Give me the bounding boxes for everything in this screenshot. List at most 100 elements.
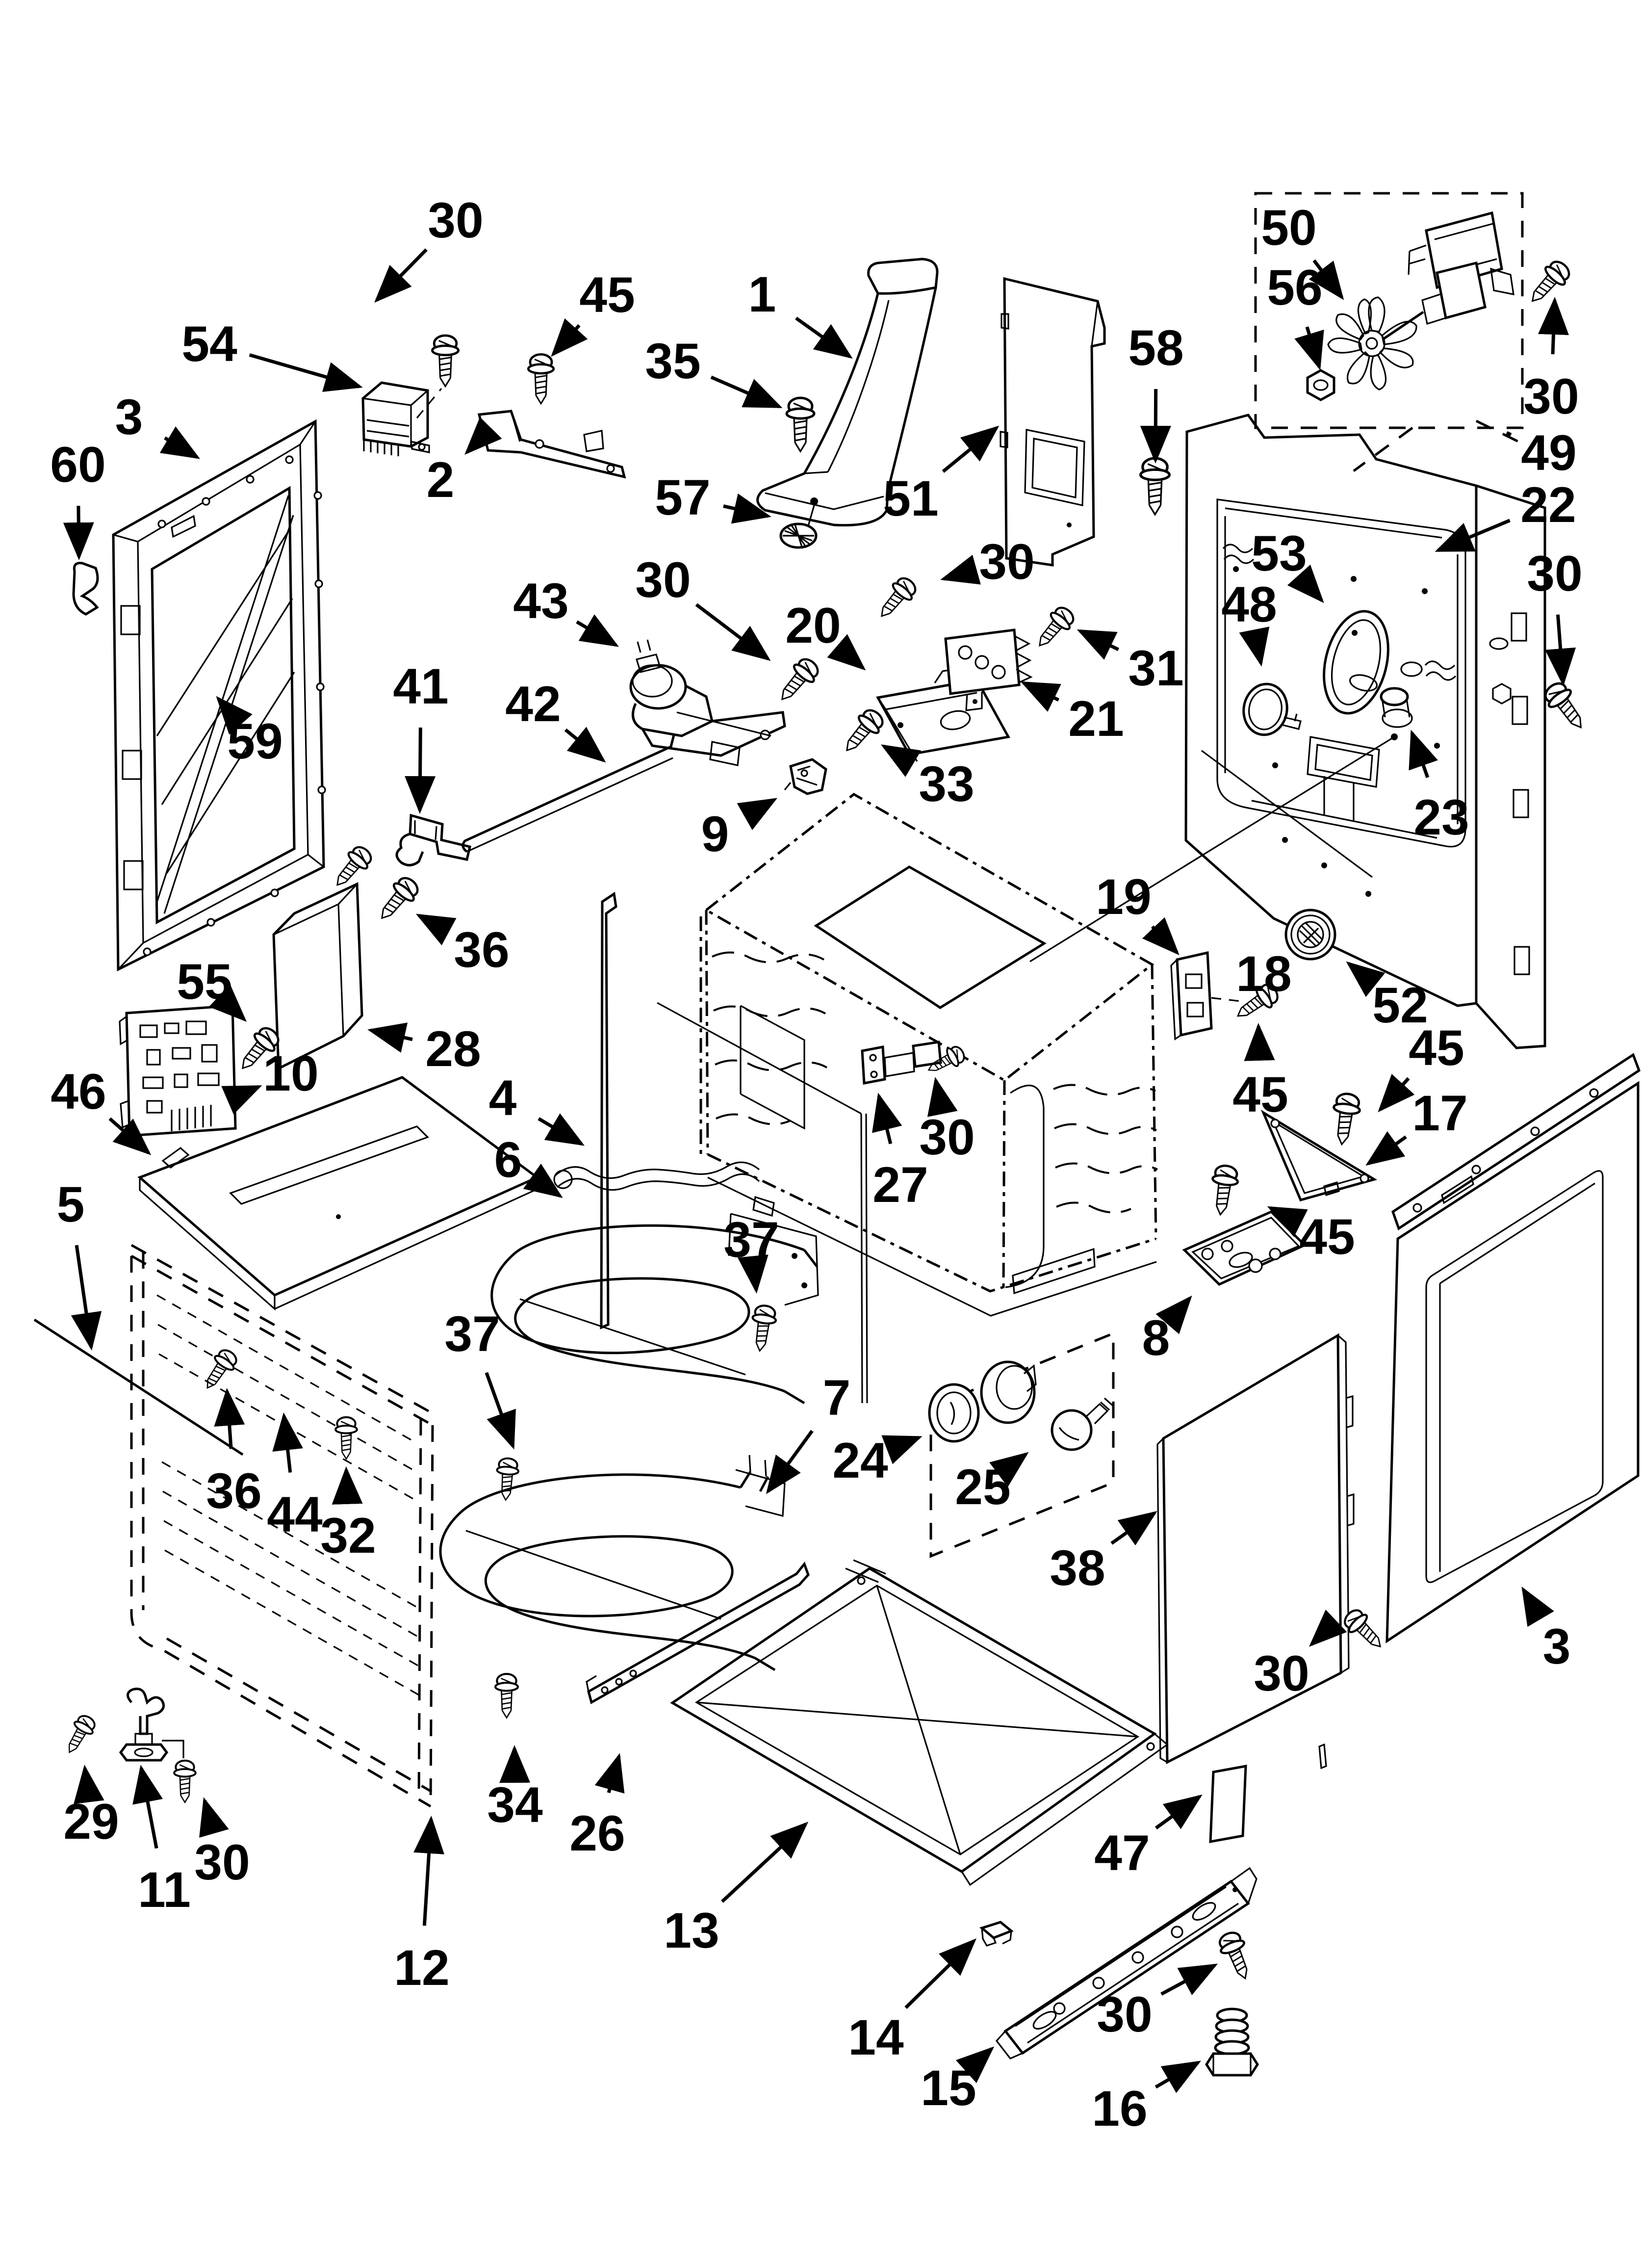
callout-34-64: 34	[487, 1745, 543, 1833]
callout-label: 6	[494, 1132, 522, 1188]
callout-label: 37	[723, 1212, 779, 1268]
callout-7-41: 7	[766, 1370, 851, 1494]
callout-label: 31	[1128, 640, 1183, 696]
sensor-27	[657, 1002, 969, 1404]
wire-trim-5	[33, 1318, 244, 1456]
callout-51-9: 51	[883, 425, 1000, 526]
callout-label: 33	[919, 756, 974, 812]
callout-label: 30	[979, 534, 1034, 590]
callout-arrow	[1020, 681, 1061, 712]
nut-56	[1306, 369, 1335, 401]
callout-label: 59	[227, 713, 282, 769]
blower-opening-53	[1323, 610, 1389, 715]
callout-label: 56	[1267, 260, 1322, 315]
callout-28-55: 28	[367, 1021, 481, 1077]
callout-label: 2	[427, 452, 455, 508]
callout-48-18: 48	[1221, 576, 1277, 667]
callout-arrow	[827, 634, 866, 671]
callout-arrow	[551, 318, 588, 357]
callout-36-50: 36	[415, 913, 510, 978]
callout-20-22: 20	[785, 598, 866, 671]
fan-blade-50	[1327, 296, 1417, 391]
callout-37-49: 37	[723, 1212, 779, 1294]
fan-kit-box-49	[1254, 192, 1525, 472]
callout-arrow	[989, 1452, 1029, 1487]
leg-16	[1205, 2007, 1259, 2077]
bottom-panel-13	[670, 1559, 1169, 1886]
callout-56-12: 56	[1267, 260, 1324, 370]
thermostat-box	[929, 1331, 1115, 1558]
callout-arrow	[523, 1163, 563, 1199]
callout-arrow	[71, 1245, 102, 1351]
callout-label: 10	[263, 1045, 318, 1101]
callout-label: 30	[1097, 1986, 1152, 2042]
shield-28	[272, 882, 363, 1070]
callout-label: 3	[1543, 1618, 1571, 1674]
bulb-25	[1051, 1397, 1114, 1451]
callout-label: 45	[579, 267, 635, 323]
tag-47	[1209, 1764, 1247, 1844]
callout-label: 7	[823, 1370, 851, 1426]
callout-arrow	[214, 1388, 245, 1449]
callout-label: 53	[1251, 525, 1307, 581]
ring-48	[1242, 682, 1302, 736]
callout-30-70: 30	[1097, 1963, 1218, 2042]
callout-arrow	[880, 744, 922, 777]
callout-47-67: 47	[1094, 1794, 1203, 1881]
callout-label: 18	[1236, 946, 1291, 1002]
callout-label: 28	[425, 1021, 481, 1077]
callout-30-21: 30	[940, 534, 1035, 590]
grommet-52	[1284, 909, 1336, 961]
callout-15-69: 15	[921, 2046, 995, 2116]
callout-arrow	[538, 1113, 585, 1146]
callout-6-59: 6	[494, 1132, 563, 1199]
callout-9-29: 9	[701, 798, 778, 862]
callout-30-46: 30	[1254, 1609, 1347, 1701]
callout-arrow	[710, 375, 783, 409]
callout-53-17: 53	[1251, 525, 1324, 603]
callout-arrow	[1294, 326, 1324, 370]
callout-label: 49	[1521, 425, 1576, 481]
callout-arrow	[1378, 1073, 1415, 1113]
callout-60-8: 60	[50, 437, 106, 560]
callout-arrow	[1521, 1586, 1554, 1627]
callout-10-56: 10	[221, 1045, 319, 1115]
callout-arrow	[1365, 1131, 1407, 1166]
callout-27-39: 27	[872, 1093, 928, 1213]
callout-46-57: 46	[51, 1064, 152, 1155]
callout-label: 30	[194, 1834, 250, 1890]
callout-arrow	[1239, 626, 1270, 667]
panel-38	[1156, 1333, 1355, 1770]
callout-arrow	[208, 984, 247, 1022]
callout-arrow	[1267, 1206, 1308, 1237]
hook-41	[395, 813, 471, 866]
callout-arrow	[1545, 614, 1576, 686]
callout-label: 54	[181, 316, 237, 372]
callout-label: 58	[1128, 320, 1183, 376]
callout-arrow	[221, 1085, 262, 1115]
callout-label: 11	[138, 1862, 191, 1918]
callout-label: 30	[635, 552, 691, 608]
callout-45-2: 45	[551, 267, 635, 357]
callout-44-52: 44	[267, 1412, 323, 1542]
callout-label: 36	[454, 922, 509, 978]
callout-26-65: 26	[569, 1753, 625, 1861]
callout-label: 26	[569, 1805, 625, 1861]
callout-arrow	[695, 603, 771, 661]
callout-arrow	[1142, 917, 1180, 956]
callout-arrow	[374, 248, 428, 303]
clip-14	[979, 1921, 1014, 1947]
callout-29-60: 29	[63, 1765, 119, 1850]
callout-label: 9	[701, 806, 729, 862]
lamp-socket-23	[1029, 661, 1423, 963]
callout-31-23: 31	[1077, 629, 1184, 696]
callout-36-51: 36	[206, 1388, 262, 1519]
callout-arrow	[955, 2046, 995, 2084]
callout-label: 16	[1092, 2081, 1147, 2137]
callout-57-5: 57	[655, 469, 771, 525]
callout-42-28: 42	[505, 676, 606, 763]
callout-11-61: 11	[132, 1765, 191, 1918]
callout-13-66: 13	[664, 1822, 809, 1958]
callout-45-35: 45	[1378, 1020, 1464, 1113]
callout-arrow	[1287, 564, 1324, 603]
